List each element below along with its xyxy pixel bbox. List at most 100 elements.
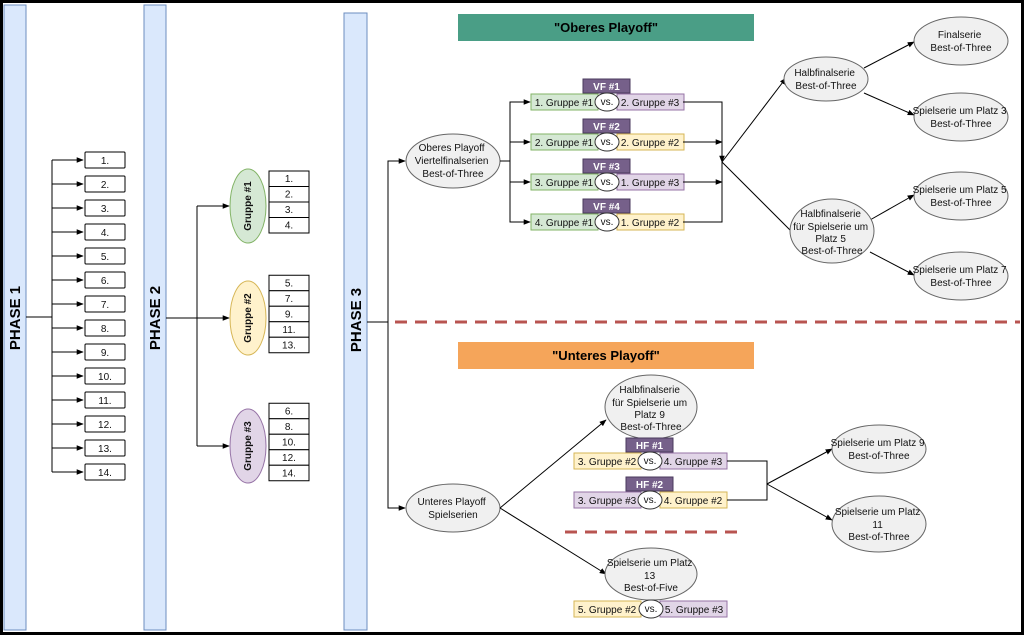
upper-root-line: Viertelfinalserien <box>415 156 489 167</box>
phase1-slot <box>84 223 126 241</box>
vs-label: vs. <box>644 495 657 506</box>
place11-line: Best-of-Three <box>848 532 910 543</box>
place3-line: Spielserie um Platz 3 <box>913 106 1007 117</box>
lower-semi-line: für Spielserie um <box>612 398 687 409</box>
lower-root-text: Unteres Playoff Spielserien <box>418 497 489 521</box>
phase3-label: PHASE 3 <box>348 288 365 352</box>
group-slot <box>268 464 310 482</box>
match-team-b-label: 2. Gruppe #2 <box>621 138 680 149</box>
match-team-a-label: 1. Gruppe #1 <box>535 98 594 109</box>
match-team-b-label: 1. Gruppe #3 <box>621 178 680 189</box>
vs-badge <box>594 172 620 192</box>
upper-root-line: Best-of-Three <box>422 169 484 180</box>
semi2-line: für Spielserie um <box>793 222 868 233</box>
semi2-node <box>789 198 875 264</box>
lower-semi-line: Best-of-Three <box>620 422 682 433</box>
lower-root-node <box>405 483 501 533</box>
upper-playoff-title-box <box>458 14 754 41</box>
place13-line: Spielserie um Platz <box>607 558 693 569</box>
group-slot-label: 14. <box>282 468 296 479</box>
semi2-text: Halbfinalserie für Spielserie um Platz 5… <box>793 209 871 257</box>
final-line: Finalserie <box>938 30 982 41</box>
phase1-slot-label: 1. <box>101 156 109 167</box>
semi1-line: Halbfinalserie <box>794 68 855 79</box>
place11-node <box>831 495 927 553</box>
phase1-slot-label: 13. <box>98 444 112 455</box>
place3-node <box>913 92 1009 142</box>
phase1-slot-label: 5. <box>101 252 109 263</box>
vs-label: vs. <box>601 137 614 148</box>
phase1-slot-label: 11. <box>98 396 111 407</box>
lower-root-connectors <box>499 419 607 575</box>
phase2-connectors <box>166 203 230 449</box>
semi2-line: Platz 5 <box>815 234 846 245</box>
match-badge-label: VF #2 <box>593 122 620 133</box>
place13-line: Best-of-Five <box>624 583 678 594</box>
group-slot-label: 10. <box>282 437 296 448</box>
phase1-label: PHASE 1 <box>7 286 24 350</box>
phase1-slot-label: 6. <box>101 276 109 287</box>
place11-line: Spielserie um Platz <box>835 507 921 518</box>
phase1-slots: 1.2.3.4.5.6.7.8.9.10.11.12.13.14. <box>84 151 126 481</box>
final-node <box>913 16 1009 66</box>
phase1-slot <box>84 343 126 361</box>
place13-line: 13 <box>644 571 656 582</box>
phase1-slot <box>84 151 126 169</box>
match-team-b-label: 2. Gruppe #3 <box>621 98 680 109</box>
vs-label: vs. <box>601 217 614 228</box>
upper-playoff-title: "Oberes Playoff" <box>554 20 658 35</box>
place11-text: Spielserie um Platz 11 Best-of-Three <box>835 507 923 543</box>
vs-badge <box>638 599 664 619</box>
vs-badge <box>637 490 663 510</box>
group-slot <box>268 336 310 354</box>
final-text: Finalserie Best-of-Three <box>930 30 992 54</box>
group-slot-label: 13. <box>282 340 296 351</box>
upper-qf-connectors <box>683 41 915 276</box>
semi2-line: Best-of-Three <box>801 246 863 257</box>
group-slot-label: 7. <box>285 294 293 305</box>
phase1-slot-label: 7. <box>101 300 109 311</box>
semi1-node <box>783 56 869 102</box>
upper-root-line: Oberes Playoff <box>419 143 485 154</box>
phase1-slot <box>84 295 126 313</box>
group-slot-label: 6. <box>285 406 293 417</box>
vs-badge <box>637 451 663 471</box>
group-slot <box>268 217 310 234</box>
phase1-slot-label: 9. <box>101 348 109 359</box>
vs-label: vs. <box>601 177 614 188</box>
phase1-slot <box>84 415 126 433</box>
phase1-slot <box>84 463 126 481</box>
group-node <box>229 408 267 484</box>
place7-line: Spielserie um Platz 7 <box>913 265 1007 276</box>
place13-text: Spielserie um Platz 13 Best-of-Five <box>607 558 695 594</box>
phase1-slot-label: 10. <box>98 372 112 383</box>
final-line: Best-of-Three <box>930 43 992 54</box>
place7-node <box>913 251 1009 301</box>
phase3-connectors <box>367 158 406 511</box>
phase1-slot-label: 12. <box>98 420 112 431</box>
lower-root-line: Spielserien <box>428 510 477 521</box>
lower-hf-connectors <box>727 448 833 521</box>
lower-playoff-title: "Unteres Playoff" <box>552 348 660 363</box>
phase1-slot <box>84 175 126 193</box>
place5-line: Best-of-Three <box>930 198 992 209</box>
phase1-slot <box>84 391 126 409</box>
group-slot-label: 11. <box>282 325 295 336</box>
semi2-line: Halbfinalserie <box>800 209 861 220</box>
match-team-a-label: 5. Gruppe #2 <box>578 605 637 616</box>
place5-line: Spielserie um Platz 5 <box>913 185 1007 196</box>
place7-line: Best-of-Three <box>930 278 992 289</box>
phase1-slot-label: 14. <box>98 468 112 479</box>
place7-text: Spielserie um Platz 7 Best-of-Three <box>913 265 1010 289</box>
phase1-slot-label: 8. <box>101 324 109 335</box>
place13-match: 5. Gruppe #2 5. Gruppe #3 vs. <box>573 599 728 619</box>
vs-label: vs. <box>644 456 657 467</box>
group-slot-label: 9. <box>285 309 293 320</box>
phase1-slot <box>84 271 126 289</box>
match-team-b-label: 4. Gruppe #2 <box>664 496 723 507</box>
lower-root-line: Unteres Playoff <box>418 497 486 508</box>
lower-playoff-title-box <box>458 342 754 369</box>
group-slot-label: 8. <box>285 422 293 433</box>
